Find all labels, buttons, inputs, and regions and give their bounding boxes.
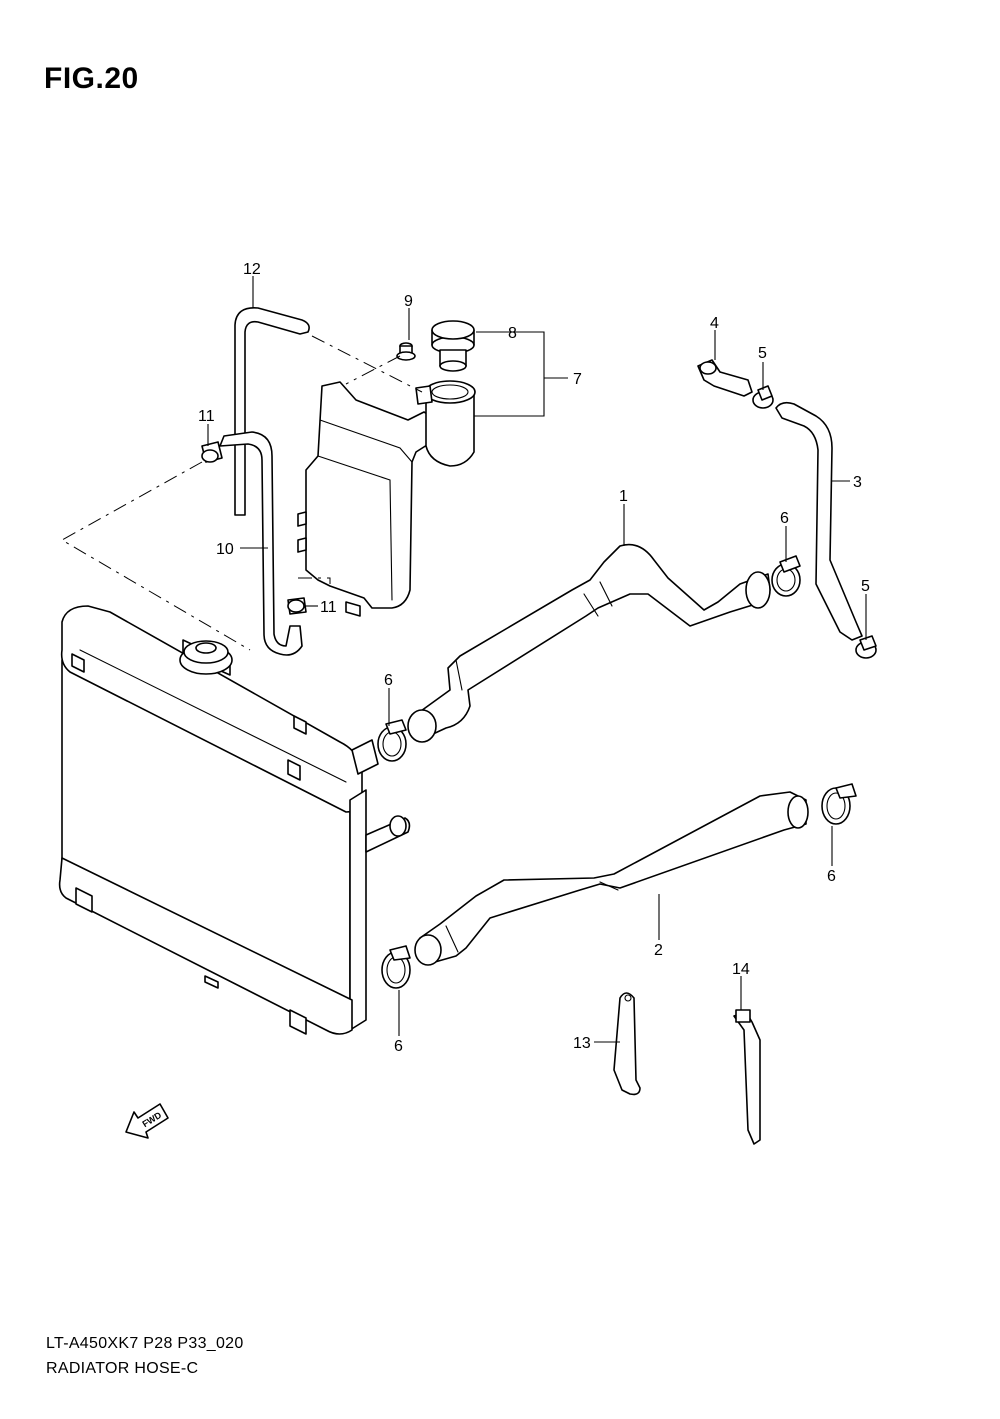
fwd-arrow-icon: FWD [125,1103,169,1139]
breather-hose-10 [219,431,303,656]
callout-4: 4 [710,315,719,332]
callout-6-b: 6 [384,672,393,689]
overflow-hose-12 [234,307,310,516]
clamp-5-lower [855,635,877,659]
callout-5-upper: 5 [758,345,767,362]
callout-2: 2 [654,942,663,959]
callout-14: 14 [732,961,750,978]
clip-11-upper [201,441,223,463]
callout-1: 1 [619,488,628,505]
figure-title: FIG.20 [44,62,139,95]
footer-model-code: LT-A450XK7 P28 P33_020 [46,1335,244,1352]
hose-clamp-6-b [377,719,407,762]
callout-6-d: 6 [394,1038,403,1055]
reservoir-tank [297,380,476,617]
hose-clamp-6-d [381,945,411,989]
callout-labels: 12 9 8 7 4 5 3 5 11 10 11 1 6 6 6 2 6 13… [198,261,870,1055]
callout-8: 8 [508,325,517,342]
callout-7: 7 [573,371,582,388]
footer-section-name: RADIATOR HOSE-C [46,1360,199,1377]
callout-11-upper: 11 [198,408,215,425]
callout-9: 9 [404,293,413,310]
hose-clip-13 [613,992,641,1096]
radiator-outlet-hose [417,791,807,965]
callout-5-lower: 5 [861,578,870,595]
hose-clamp-6-c [821,783,857,825]
clip-11-lower [287,597,307,615]
ref-line-screw-to-tank [345,355,401,385]
callout-13: 13 [573,1035,591,1052]
callout-11-lower: 11 [320,599,337,616]
callout-6-a: 6 [780,510,789,527]
callout-12: 12 [243,261,261,278]
radiator [58,605,411,1035]
union-bolt [697,359,753,397]
hose-clamp-6-a [771,555,801,597]
cable-tie-14 [733,1011,761,1145]
ref-line-hose12-to-tank [311,335,423,393]
ref-line-hose10-to-tank [298,577,331,584]
callout-6-c: 6 [827,868,836,885]
callout-10: 10 [216,541,234,558]
hose-3 [775,401,863,641]
callout-3: 3 [853,474,862,491]
leader-lines [207,276,867,1043]
clamp-5-upper [752,385,774,409]
radiator-inlet-hose [411,543,771,741]
screw [396,342,416,361]
reservoir-cap [431,320,475,372]
